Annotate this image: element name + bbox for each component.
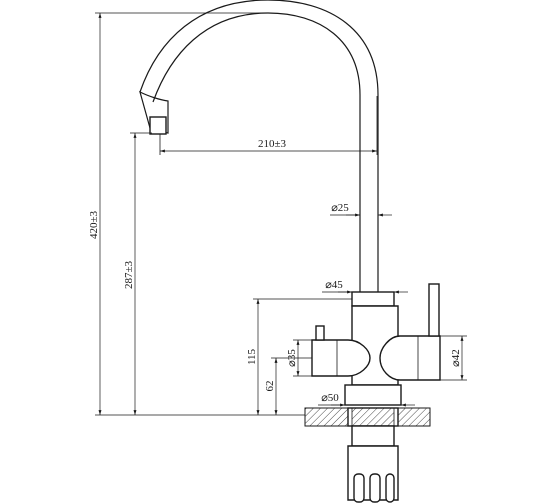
countertop: [304, 407, 431, 427]
dim-base-height-label: 62: [264, 381, 276, 392]
dim-tube-diameter: ⌀25: [330, 202, 392, 217]
dim-spout-reach: 210±3: [159, 96, 378, 155]
spout-inner-curve: [139, 0, 379, 292]
dim-spout-reach-label: 210±3: [258, 138, 287, 150]
under-counter-fittings: [347, 425, 399, 503]
left-handle-lever: [315, 325, 325, 341]
dim-base-diameter: ⌀50: [318, 392, 415, 407]
dim-right-handle-diameter: ⌀42: [440, 335, 467, 381]
left-handle: [311, 325, 371, 377]
dim-body-diameter: ⌀45: [322, 279, 408, 294]
dim-spout-height-label: 287±3: [123, 260, 135, 289]
dim-left-handle-diameter-label: ⌀35: [286, 349, 298, 367]
dim-body-lower-height: 115: [246, 298, 352, 415]
left-handle-body: [311, 339, 371, 377]
right-handle: [379, 283, 441, 381]
locking-nut: [351, 425, 395, 447]
dim-base-height: 62: [264, 357, 312, 415]
dim-spout-height: 287±3: [123, 132, 152, 415]
body-collar: [351, 291, 395, 307]
shank-thread: [351, 407, 395, 427]
dim-body-lower-height-label: 115: [246, 348, 258, 365]
dim-body-diameter-label: ⌀45: [325, 279, 343, 291]
dim-total-height: 420±3: [88, 12, 305, 416]
dim-right-handle-diameter-label: ⌀42: [450, 349, 462, 367]
dim-base-diameter-label: ⌀50: [321, 392, 339, 404]
right-handle-body: [379, 335, 441, 381]
body-base-ring: [344, 384, 402, 406]
dim-tube-diameter-label: ⌀25: [331, 202, 349, 214]
spout-outer-curve: [152, 12, 361, 292]
dim-total-height-label: 420±3: [88, 210, 100, 239]
dim-left-handle-diameter: ⌀35: [286, 339, 312, 377]
right-handle-lever: [428, 283, 440, 337]
spout-nozzle: [149, 116, 167, 135]
